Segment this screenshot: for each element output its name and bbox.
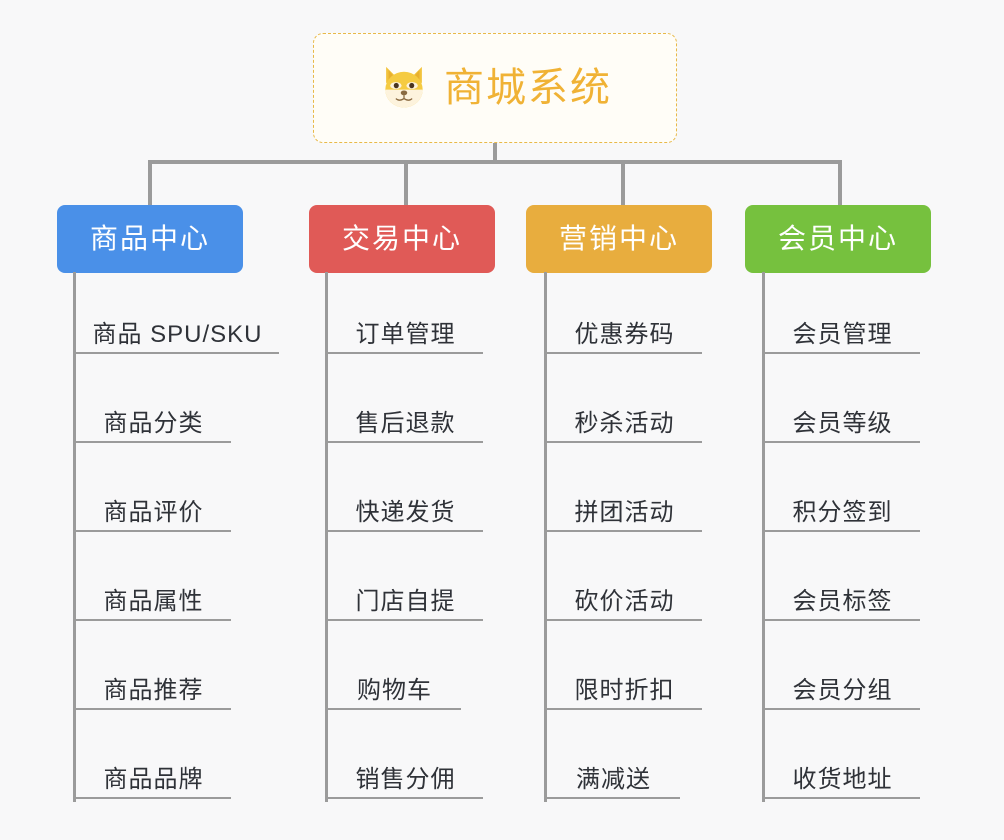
leaf-label: 快递发货 [355, 498, 456, 526]
connector-root-stem [493, 143, 497, 164]
leaf-item[interactable]: 优惠券码 [547, 272, 702, 354]
root-title: 商城系统 [444, 66, 612, 110]
leaf-label: 积分签到 [792, 498, 893, 526]
connector-drop-4 [838, 160, 842, 206]
leaf-label: 收货地址 [792, 765, 893, 793]
connector-horizontal-bus [148, 160, 842, 164]
leaf-item[interactable]: 售后退款 [328, 361, 483, 443]
leaf-label: 商品属性 [103, 587, 204, 615]
leaf-item[interactable]: 商品品牌 [76, 717, 231, 799]
category-label-1: 商品中心 [89, 223, 210, 254]
leaf-label: 优惠券码 [574, 320, 675, 348]
category-box-4[interactable]: 会员中心 [745, 205, 931, 273]
leaf-label: 砍价活动 [574, 587, 675, 615]
leaf-item[interactable]: 快递发货 [328, 450, 483, 532]
leaf-spine-4 [762, 272, 765, 802]
leaf-label: 商品推荐 [103, 676, 204, 704]
category-box-3[interactable]: 营销中心 [526, 205, 712, 273]
leaf-item[interactable]: 销售分佣 [328, 717, 483, 799]
leaf-label: 购物车 [357, 676, 432, 704]
leaf-item[interactable]: 购物车 [328, 628, 461, 710]
leaf-item[interactable]: 砍价活动 [547, 539, 702, 621]
leaf-label: 会员分组 [792, 676, 893, 704]
leaf-label: 门店自提 [355, 587, 456, 615]
leaf-label: 会员管理 [792, 320, 893, 348]
leaf-item[interactable]: 积分签到 [765, 450, 920, 532]
leaf-item[interactable]: 商品属性 [76, 539, 231, 621]
shiba-dog-emoji [378, 62, 430, 114]
leaf-label: 拼团活动 [574, 498, 675, 526]
leaf-spine-1 [73, 272, 76, 802]
leaf-item[interactable]: 商品推荐 [76, 628, 231, 710]
root-node-mall-system[interactable]: 商城系统 [313, 33, 677, 143]
leaf-item[interactable]: 拼团活动 [547, 450, 702, 532]
leaf-label: 满减送 [576, 765, 651, 793]
leaf-item[interactable]: 秒杀活动 [547, 361, 702, 443]
leaf-label: 秒杀活动 [574, 409, 675, 437]
leaf-item[interactable]: 商品评价 [76, 450, 231, 532]
leaf-label: 订单管理 [355, 320, 456, 348]
leaf-item[interactable]: 收货地址 [765, 717, 920, 799]
category-label-3: 营销中心 [558, 223, 679, 254]
leaf-spine-3 [544, 272, 547, 802]
leaf-label: 商品分类 [103, 409, 204, 437]
leaf-item[interactable]: 门店自提 [328, 539, 483, 621]
leaf-label: 限时折扣 [574, 676, 675, 704]
leaf-item[interactable]: 商品分类 [76, 361, 231, 443]
leaf-item[interactable]: 会员管理 [765, 272, 920, 354]
category-box-1[interactable]: 商品中心 [57, 205, 243, 273]
leaf-item[interactable]: 会员分组 [765, 628, 920, 710]
category-box-2[interactable]: 交易中心 [309, 205, 495, 273]
leaf-item[interactable]: 限时折扣 [547, 628, 702, 710]
connector-drop-3 [621, 160, 625, 206]
leaf-spine-2 [325, 272, 328, 802]
leaf-item[interactable]: 订单管理 [328, 272, 483, 354]
leaf-item[interactable]: 满减送 [547, 717, 680, 799]
leaf-label: 会员标签 [792, 587, 893, 615]
leaf-label: 商品 SPU/SKU [92, 320, 263, 348]
leaf-item[interactable]: 商品 SPU/SKU [76, 272, 279, 354]
leaf-item[interactable]: 会员等级 [765, 361, 920, 443]
leaf-label: 会员等级 [792, 409, 893, 437]
leaf-label: 售后退款 [355, 409, 456, 437]
leaf-label: 商品品牌 [103, 765, 204, 793]
category-label-2: 交易中心 [341, 223, 462, 254]
connector-drop-2 [404, 160, 408, 206]
connector-drop-1 [148, 160, 152, 206]
leaf-label: 商品评价 [103, 498, 204, 526]
leaf-label: 销售分佣 [355, 765, 456, 793]
leaf-item[interactable]: 会员标签 [765, 539, 920, 621]
category-label-4: 会员中心 [777, 223, 898, 254]
